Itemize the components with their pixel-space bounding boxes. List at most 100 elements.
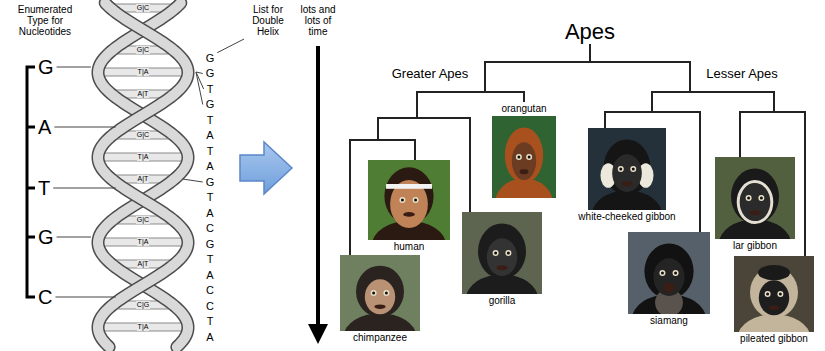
photo-part [414,199,417,202]
photo-part [368,160,450,240]
sequence-letter: G [206,98,215,111]
base-pair-rung [98,323,188,331]
photo-part [618,166,624,172]
photo-part [505,250,511,256]
photo-part [494,252,497,255]
photo-part [759,280,789,315]
photo-part [372,292,375,295]
list-heading: List for Double Helix [242,4,294,37]
sequence-letter: C [206,300,214,313]
photo-part [622,181,633,186]
label-holder: C [206,300,214,313]
leader-line [183,179,203,182]
photo-part [526,154,532,160]
label-holder: G|C [136,4,150,12]
sequence-letter: A [206,331,213,344]
sequence-letter: T [207,145,214,158]
photo-part [674,272,677,275]
base-pair-label: G|C [136,4,150,12]
photo-part [749,210,760,215]
base-pair-label: T|A [137,238,150,246]
ape-photo-card: chimpanzee [340,255,420,345]
photo-part [768,305,779,310]
sequence-letter: A [206,269,213,282]
photo-part [356,266,404,318]
base-pair-label: T|A [137,323,150,331]
sequence-letter: T [207,191,214,204]
leader-line [57,67,91,68]
sequence-letter: G [206,176,215,189]
nucleotide-letter: A [38,116,51,139]
photo-part [365,279,395,314]
label-holder: C [206,222,214,235]
label-holder: List for Double Helix [242,4,294,37]
label-holder: C|G [136,301,150,309]
ape-photo-card: gorilla [462,212,542,308]
group-label: Greater Apes [392,67,469,82]
label-holder: G [206,238,215,251]
label-holder: G [38,226,54,249]
sequence-letter: G [206,52,215,65]
base-pair-label: A|T [137,260,150,268]
label-holder: A [38,116,51,139]
label-holder: lots and lots of time [298,4,338,37]
photo-part [659,270,665,276]
ape-photo-card: orangutan [492,102,556,198]
photo-part [779,293,782,296]
photo-part [505,127,543,183]
block-arrow [240,142,292,194]
photo-part [403,212,414,217]
label-holder: A [206,160,213,173]
label-holder: T|A [137,238,150,246]
photo-part [478,223,526,279]
label-holder: C [38,286,52,309]
dna-helix [98,3,188,347]
label-holder: G|C [136,131,150,139]
photo-part [374,304,385,309]
ape-caption: lar gibbon [715,239,795,253]
label-holder: T [207,315,214,328]
photo-part [661,272,664,275]
label-holder: G [206,52,215,65]
photo-part [496,265,507,270]
base-pair-rung [98,238,188,246]
ape-photo-card: siamang [628,232,710,328]
sequence-letter: G [206,238,215,251]
label-holder: A [206,129,213,142]
ape-caption: orangutan [492,102,556,116]
label-holder: Lesser Apes [706,67,778,82]
nucleotide-letter: T [38,177,50,200]
time-arrow-shaft [316,46,320,326]
ape-photo [368,160,450,240]
photo-part [507,252,510,255]
leader-line [196,72,204,89]
ape-photo-card: lar gibbon [715,157,795,253]
label-holder: G [38,56,54,79]
base-pair-label: A|T [137,90,150,98]
sequence-letter: A [206,207,213,220]
photo-part [383,290,389,296]
photo-part [520,169,529,174]
photo-part [644,243,693,299]
sequence-letter: G [206,67,215,80]
nucleotide-letter: C [38,286,52,309]
sequence-letter: A [206,129,213,142]
leader-line [196,72,203,104]
photo-part [765,291,771,297]
ape-caption: gorilla [462,294,542,308]
photo-part [760,197,763,200]
photo-part [777,291,783,297]
tree-branch [485,44,590,102]
label-holder: A [206,331,213,344]
ape-photo-card: pileated gibbon [734,256,814,346]
photo-part [653,258,684,296]
base-pair-label: T|A [137,153,150,161]
photo-part [766,293,769,296]
label-holder: G|C [136,216,150,224]
leader-line [54,127,115,128]
label-holder: T [207,83,214,96]
photo-part [747,197,750,200]
photo-part [731,168,779,224]
tree-branch [378,44,590,160]
time-note: lots and lots of time [298,4,338,37]
